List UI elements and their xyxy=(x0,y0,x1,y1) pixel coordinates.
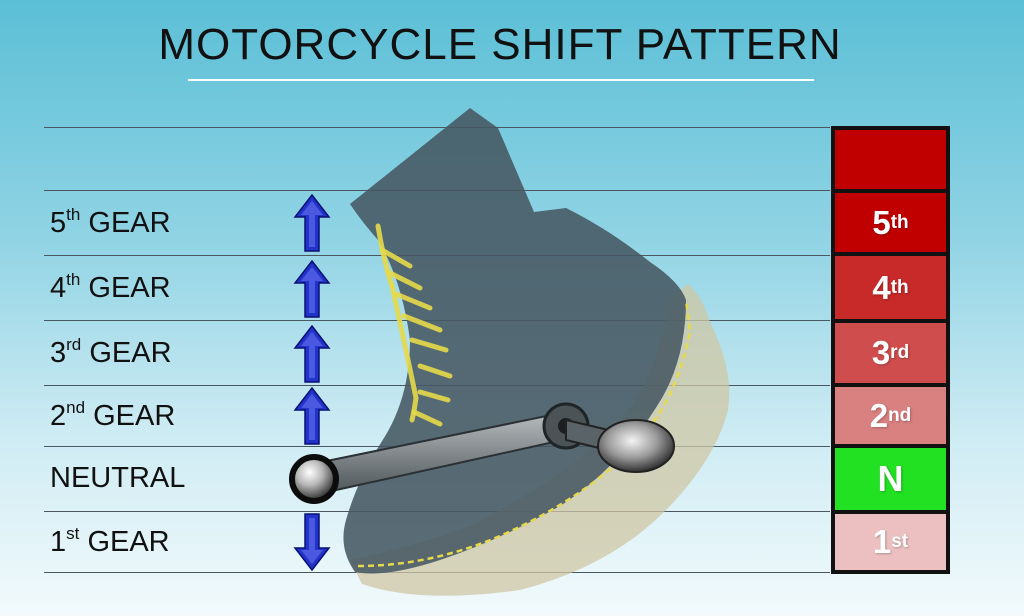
gear-label-3rd: 3rd GEAR xyxy=(50,335,172,369)
boot-illustration xyxy=(289,108,730,596)
gear-label-1st: 1st GEAR xyxy=(50,524,170,558)
separator-line xyxy=(44,127,830,128)
up-arrow-icon xyxy=(293,259,331,318)
shift-peg xyxy=(597,419,675,473)
gear-label-4th: 4th GEAR xyxy=(50,270,171,304)
down-arrow-icon xyxy=(293,513,331,572)
indicator-cell-neutral: N xyxy=(835,448,946,510)
up-arrow-icon xyxy=(293,386,331,445)
gear-label-5th: 5th GEAR xyxy=(50,205,171,239)
page-title: MOTORCYCLE SHIFT PATTERN xyxy=(158,20,842,69)
gear-label-neutral: NEUTRAL xyxy=(50,462,186,494)
up-arrow-icon xyxy=(293,193,331,252)
boot-stitch xyxy=(357,299,692,568)
indicator-cell-top xyxy=(835,130,946,189)
title-underline xyxy=(188,79,814,81)
boot-laces xyxy=(375,223,453,427)
boot-sole xyxy=(350,284,730,596)
lever-end-ball xyxy=(289,454,339,504)
up-arrow-icon xyxy=(293,324,331,383)
gear-label-2nd: 2nd GEAR xyxy=(50,398,176,432)
